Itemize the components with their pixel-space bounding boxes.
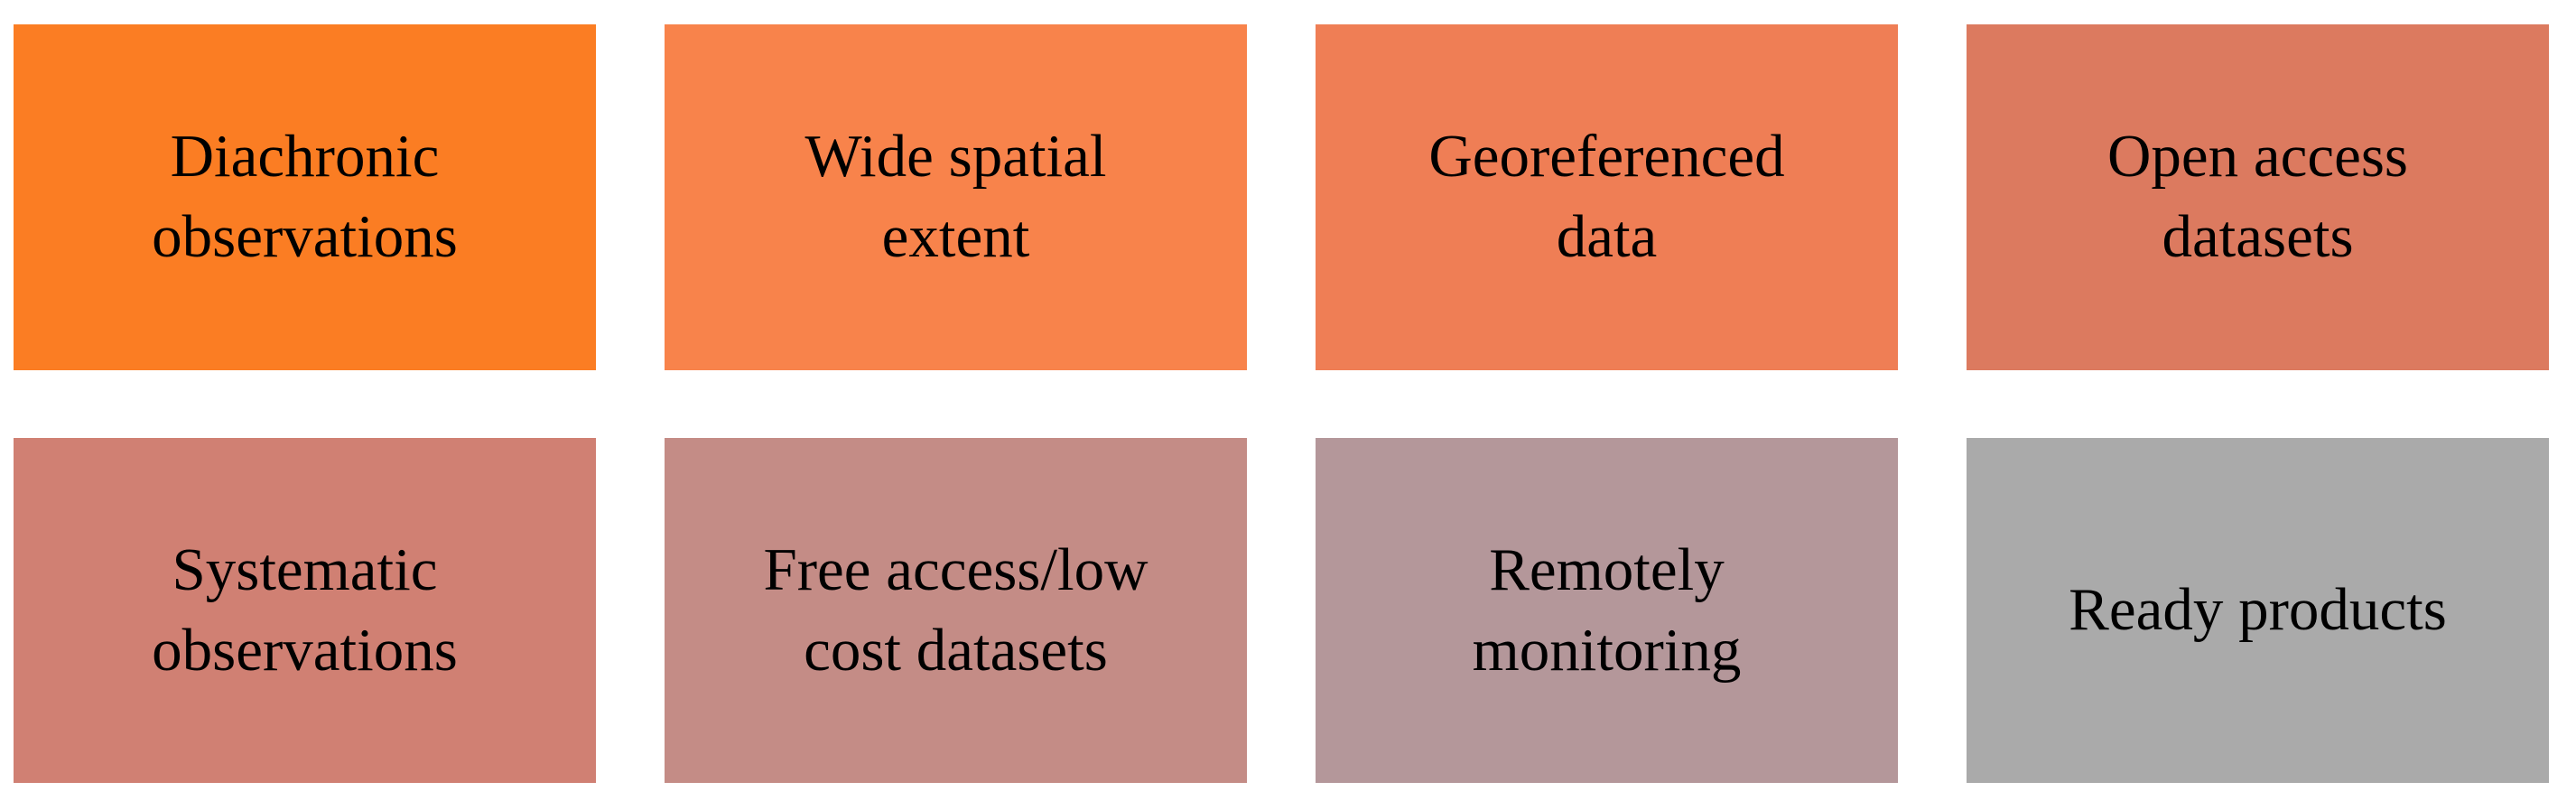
feature-box-wide-spatial-extent: Wide spatial extent — [665, 24, 1247, 370]
feature-box-label: Wide spatial extent — [804, 123, 1107, 271]
feature-box-remotely-monitoring: Remotely monitoring — [1316, 437, 1898, 783]
feature-box-label: Remotely monitoring — [1472, 535, 1742, 684]
feature-box-ready-products: Ready products — [1967, 437, 2549, 783]
feature-box-free-access-low-cost-datasets: Free access/low cost datasets — [665, 437, 1247, 783]
feature-box-systematic-observations: Systematic observations — [14, 437, 596, 783]
feature-box-open-access-datasets: Open access datasets — [1967, 24, 2549, 370]
feature-box-label: Georeferenced data — [1428, 123, 1785, 271]
feature-box-label: Diachronic observations — [152, 123, 458, 271]
feature-box-label: Ready products — [2069, 576, 2447, 644]
feature-box-label: Open access datasets — [2107, 123, 2408, 271]
feature-box-georeferenced-data: Georeferenced data — [1316, 24, 1898, 370]
feature-box-label: Free access/low cost datasets — [763, 535, 1149, 684]
feature-box-diachronic-observations: Diachronic observations — [14, 24, 596, 370]
feature-box-label: Systematic observations — [152, 535, 458, 684]
